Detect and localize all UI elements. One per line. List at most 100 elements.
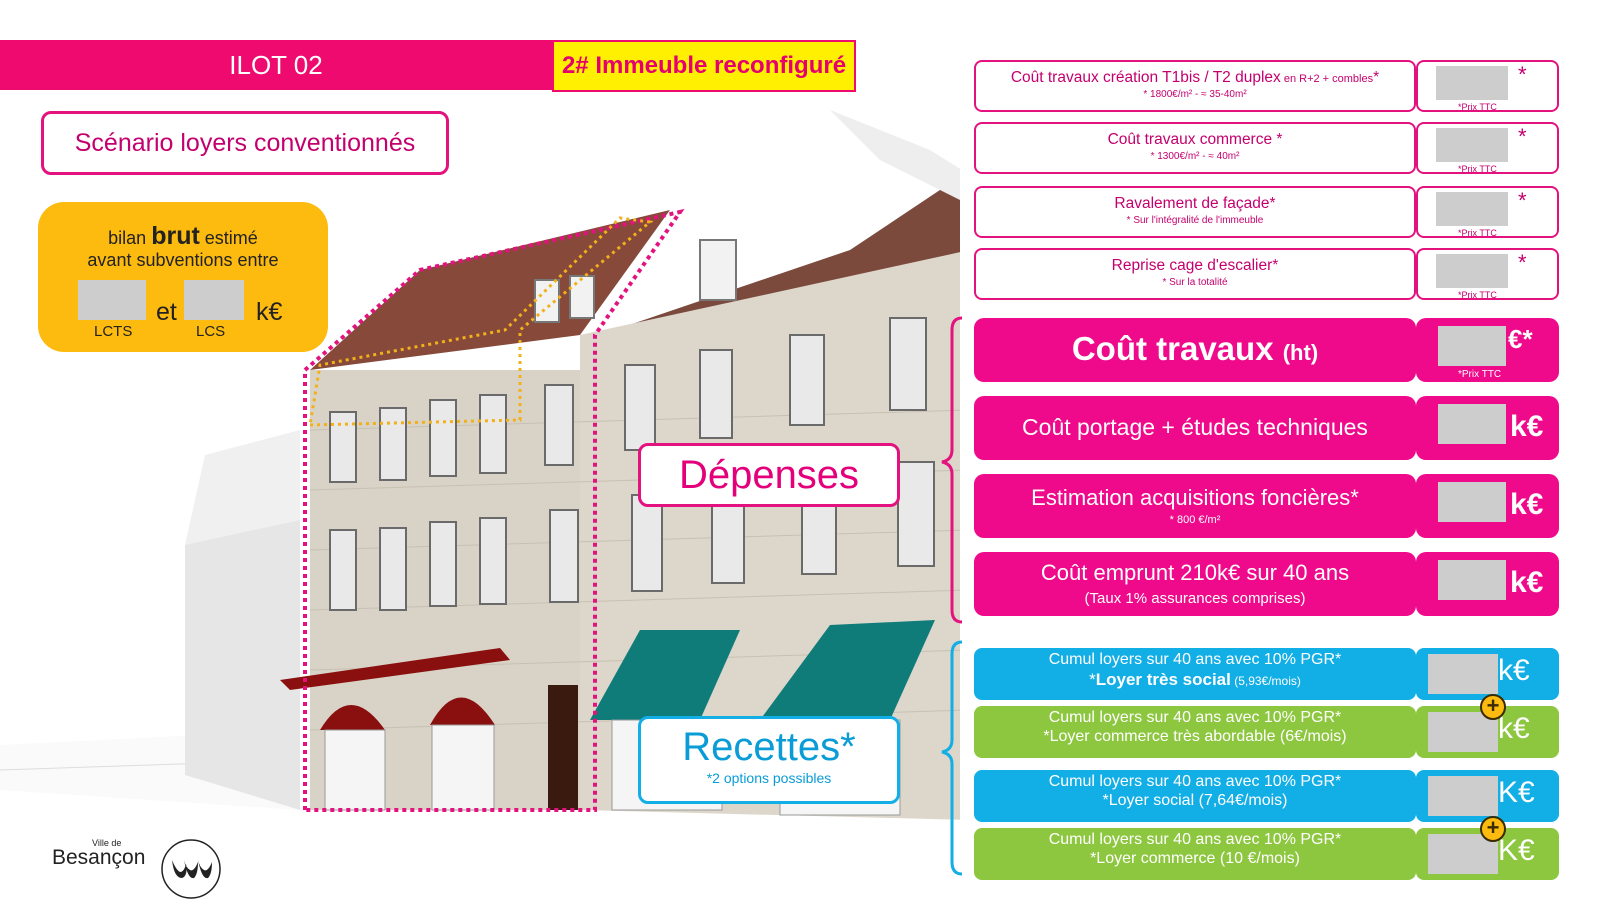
expense-label: Estimation acquisitions foncières*	[1031, 485, 1359, 510]
cost-item-title: Coût travaux commerce	[1107, 131, 1273, 148]
bilan-line1-bold: brut	[151, 222, 200, 250]
expense-emprunt: Coût emprunt 210k€ sur 40 ans (Taux 1% a…	[974, 552, 1416, 616]
revenue-line2-pre: *	[1089, 670, 1096, 689]
value-note: *Prix TTC	[1458, 164, 1497, 174]
revenue-tres-social-value: k€	[1416, 648, 1559, 700]
cost-item-title: Reprise cage d'escalier	[1111, 257, 1273, 274]
value-star: *	[1518, 250, 1527, 275]
total-label-small: (ht)	[1282, 340, 1319, 365]
revenue-line2: *Loyer social (7,64€/mois)	[1102, 792, 1288, 809]
city-emblem-icon	[161, 839, 221, 899]
scenario-label: Scénario loyers conventionnés	[41, 111, 449, 175]
total-cost-value: €* *Prix TTC	[1416, 318, 1559, 382]
expense-acquisitions-value: k€	[1416, 474, 1559, 538]
revenue-commerce: Cumul loyers sur 40 ans avec 10% PGR* *L…	[974, 828, 1416, 880]
brackets	[941, 316, 963, 876]
redacted-value	[1438, 404, 1506, 444]
revenue-line2-post: (5,93€/mois)	[1230, 674, 1301, 688]
total-value-note: *Prix TTC	[1458, 369, 1502, 380]
revenue-line2: *Loyer commerce très abordable (6€/mois)	[1043, 728, 1347, 745]
revenue-commerce-value: K€	[1416, 828, 1559, 880]
expense-emprunt-value: k€	[1416, 552, 1559, 616]
redacted-value	[184, 280, 244, 320]
revenue-line2: *Loyer commerce (10 €/mois)	[1090, 850, 1300, 867]
redacted-value	[1428, 776, 1498, 816]
bilan-label-left: LCTS	[94, 323, 133, 340]
bilan-line1-post: estimé	[199, 228, 258, 248]
redacted-value	[1436, 254, 1508, 288]
value-note: *Prix TTC	[1458, 102, 1497, 112]
revenue-commerce-abordable: Cumul loyers sur 40 ans avec 10% PGR* *L…	[974, 706, 1416, 758]
value-star: *	[1518, 188, 1527, 213]
total-label: Coût travaux	[1071, 330, 1274, 367]
page-title: ILOT 02	[229, 50, 323, 80]
revenue-social: Cumul loyers sur 40 ans avec 10% PGR* *L…	[974, 770, 1416, 822]
redacted-value	[1436, 66, 1508, 100]
expense-note: (Taux 1% assurances comprises)	[1084, 590, 1306, 607]
redacted-value	[1438, 326, 1506, 366]
redacted-value	[78, 280, 146, 320]
expense-label: Coût emprunt 210k€ sur 40 ans	[1040, 560, 1350, 585]
redacted-value	[1438, 560, 1506, 600]
revenue-unit: k€	[1498, 654, 1530, 687]
depenses-label: Dépenses	[638, 443, 900, 507]
revenue-social-value: K€	[1416, 770, 1559, 822]
recettes-label: Recettes* *2 options possibles	[638, 716, 900, 804]
bilan-et: et	[156, 298, 177, 326]
cost-item-4: Reprise cage d'escalier* * Sur la totali…	[974, 248, 1416, 300]
value-note: *Prix TTC	[1458, 228, 1497, 238]
revenue-unit: K€	[1498, 776, 1535, 809]
redacted-value	[1436, 192, 1508, 226]
revenue-unit: K€	[1498, 834, 1535, 867]
revenue-line2-bold: Loyer très social	[1095, 670, 1231, 689]
cost-item-3: Ravalement de façade* * Sur l'intégralit…	[974, 186, 1416, 238]
cost-item-1-value: * *Prix TTC	[1416, 60, 1559, 112]
total-value-suffix: €*	[1508, 324, 1533, 354]
bilan-box: bilan brut estimé avant subventions entr…	[38, 202, 328, 352]
revenue-tres-social: Cumul loyers sur 40 ans avec 10% PGR* *L…	[974, 648, 1416, 700]
cost-item-3-value: * *Prix TTC	[1416, 186, 1559, 238]
page-subtitle: 2# Immeuble reconfiguré	[552, 40, 856, 92]
cost-item-star: *	[1272, 257, 1279, 274]
expense-portage: Coût portage + études techniques	[974, 396, 1416, 460]
expense-note: * 800 €/m²	[1169, 514, 1221, 526]
cost-item-1: Coût travaux création T1bis / T2 duplex …	[974, 60, 1416, 112]
plus-icon: +	[1480, 816, 1506, 842]
expense-unit: k€	[1510, 488, 1544, 521]
cost-item-star: *	[1269, 195, 1276, 212]
expense-unit: k€	[1510, 566, 1544, 599]
redacted-value	[1438, 482, 1506, 522]
expense-unit: k€	[1510, 410, 1544, 443]
building-illustration	[0, 110, 960, 820]
bilan-line1-pre: bilan	[108, 228, 152, 248]
cost-item-star: *	[1272, 131, 1283, 148]
logo-small-text: Ville de	[92, 838, 122, 848]
redacted-value	[1436, 128, 1508, 162]
revenue-line1: Cumul loyers sur 40 ans avec 10% PGR*	[1048, 651, 1342, 668]
header-bar	[0, 40, 552, 90]
bilan-line2: avant subventions entre	[87, 250, 279, 270]
cost-item-title: Ravalement de façade	[1114, 195, 1270, 212]
cost-item-4-value: * *Prix TTC	[1416, 248, 1559, 300]
expense-portage-value: k€	[1416, 396, 1559, 460]
total-cost-box: Coût travaux (ht)	[974, 318, 1416, 382]
cost-item-title-small: en R+2 + combles	[1280, 73, 1374, 85]
cost-item-note: * Sur la totalité	[1162, 277, 1228, 288]
revenue-line1: Cumul loyers sur 40 ans avec 10% PGR*	[1048, 773, 1342, 790]
cost-item-note: * 1300€/m² - ≈ 40m²	[1150, 151, 1240, 162]
redacted-value	[1428, 654, 1498, 694]
cost-item-title: Coût travaux création T1bis / T2 duplex	[1010, 69, 1281, 86]
bilan-label-right: LCS	[196, 323, 226, 340]
expense-acquisitions: Estimation acquisitions foncières* * 800…	[974, 474, 1416, 538]
cost-item-2-value: * *Prix TTC	[1416, 122, 1559, 174]
revenue-line1: Cumul loyers sur 40 ans avec 10% PGR*	[1048, 709, 1342, 726]
cost-item-note: * 1800€/m² - ≈ 35-40m²	[1143, 89, 1247, 100]
besancon-logo: Besançon	[52, 846, 146, 869]
cost-item-note: * Sur l'intégralité de l'immeuble	[1126, 215, 1264, 226]
cost-item-star: *	[1373, 69, 1380, 86]
value-star: *	[1518, 124, 1527, 149]
value-note: *Prix TTC	[1458, 290, 1497, 300]
expense-label: Coût portage + études techniques	[1022, 414, 1368, 440]
bilan-line1: bilan brut estimé	[38, 222, 328, 251]
